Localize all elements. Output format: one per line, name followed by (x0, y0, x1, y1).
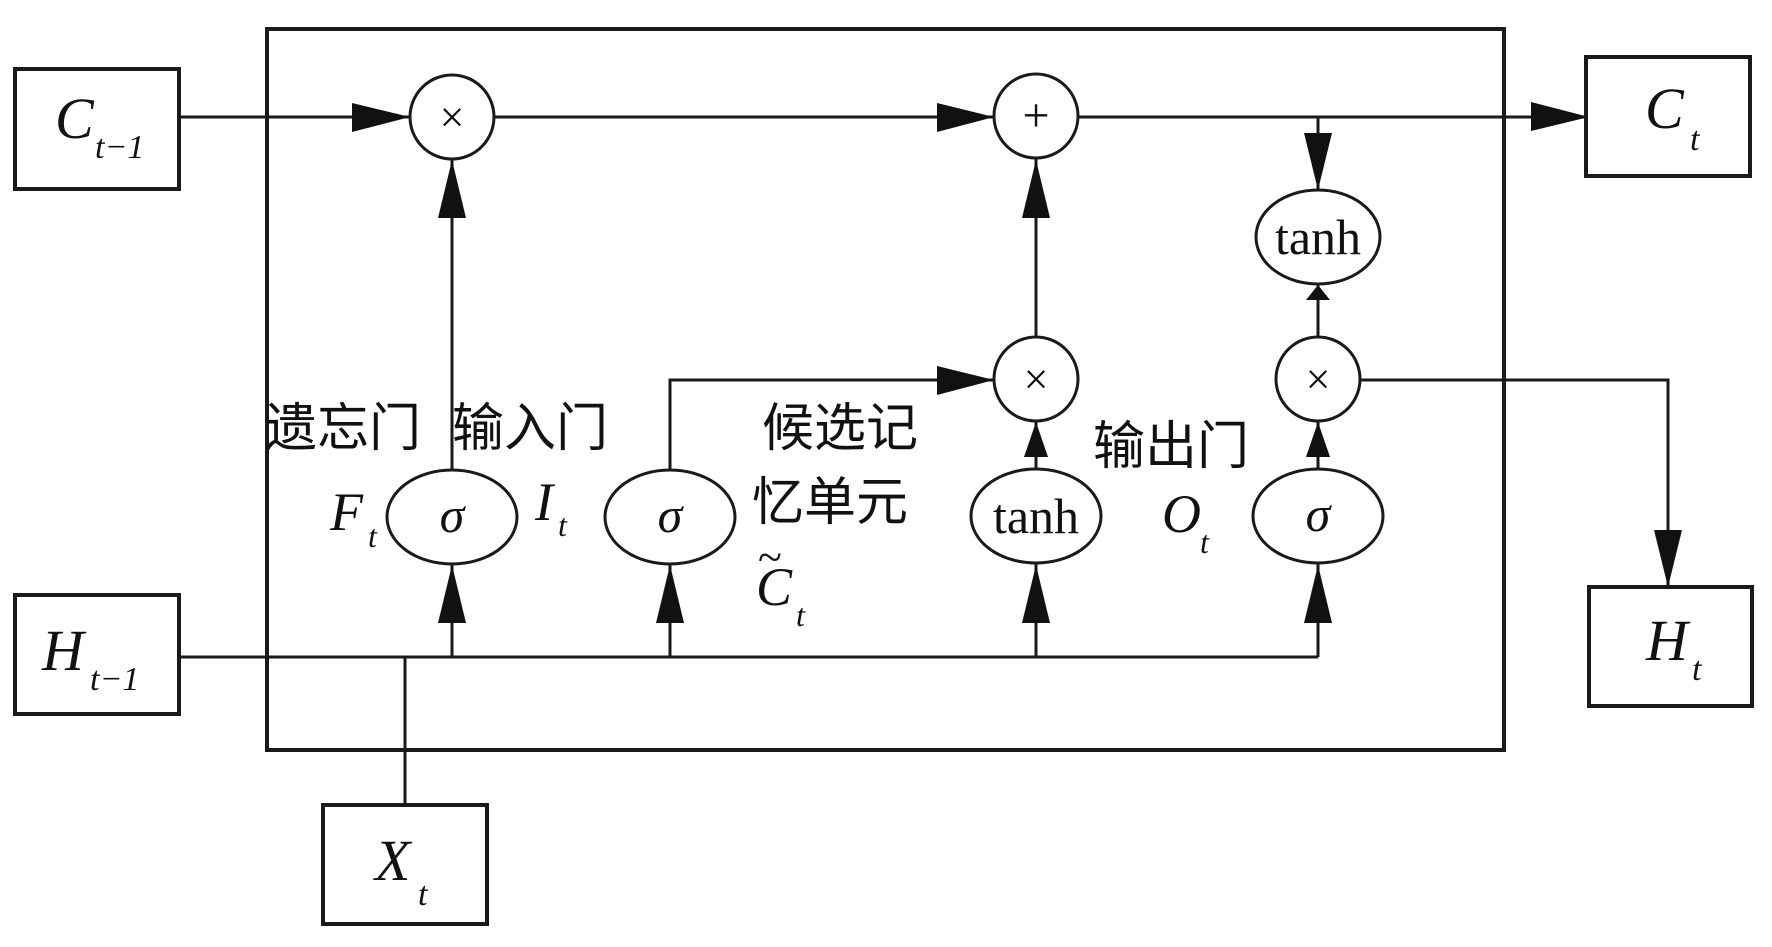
input-sigma-node: σ (603, 468, 737, 566)
arrow-up-icon (1024, 422, 1048, 457)
svg-text:X: X (373, 828, 413, 893)
input-h-prev: H t−1 (13, 593, 181, 716)
svg-text:t: t (558, 507, 568, 543)
cell-add-node: + (992, 72, 1080, 160)
arrow-up-icon (1306, 285, 1330, 300)
svg-text:遗忘门: 遗忘门 (265, 399, 421, 459)
svg-text:t: t (368, 518, 378, 554)
output-multiply-node: × (1274, 335, 1362, 423)
svg-text:忆单元: 忆单元 (752, 473, 908, 533)
arrow-up-icon (656, 565, 684, 623)
arrowheads (352, 102, 1682, 623)
forget-multiply-node: × (408, 73, 496, 161)
svg-text:候选记: 候选记 (762, 399, 918, 459)
svg-text:σ: σ (440, 487, 467, 543)
candidate-tanh-node: tanh (969, 467, 1103, 565)
svg-text:σ: σ (1306, 486, 1333, 542)
arrow-down-icon (1304, 133, 1332, 190)
arrow-up-icon (1022, 160, 1050, 218)
output-gate-label: 输出门 O t (1093, 417, 1249, 560)
svg-text:t: t (796, 597, 806, 633)
svg-text:×: × (440, 93, 465, 142)
arrow-right-icon (352, 103, 410, 132)
svg-text:tanh: tanh (1275, 209, 1361, 265)
svg-text:C: C (1645, 76, 1685, 141)
svg-text:σ: σ (658, 487, 685, 543)
output-sigma-node: σ (1251, 467, 1385, 565)
arrow-right-icon (937, 103, 994, 132)
arrow-right-icon (937, 366, 994, 395)
svg-text:H: H (41, 618, 87, 683)
svg-text:tanh: tanh (993, 488, 1079, 544)
input-multiply-node: × (992, 335, 1080, 423)
arrow-right-icon (1531, 102, 1589, 131)
svg-text:×: × (1024, 355, 1049, 404)
svg-text:F: F (329, 482, 364, 542)
svg-text:t: t (1200, 524, 1210, 560)
svg-text:I: I (534, 472, 556, 532)
input-x: X t (321, 803, 489, 926)
svg-text:t: t (418, 876, 429, 913)
arrow-up-icon (438, 565, 466, 623)
arrow-up-icon (438, 160, 466, 218)
input-c-prev: C t−1 (13, 67, 181, 191)
output-h: H t (1587, 585, 1754, 708)
svg-text:t−1: t−1 (90, 661, 139, 698)
svg-text:t−1: t−1 (95, 129, 144, 166)
svg-text:×: × (1306, 355, 1331, 404)
arrow-up-icon (1022, 565, 1050, 623)
svg-text:C: C (55, 86, 95, 151)
forget-gate-label: 遗忘门 F t (265, 399, 421, 554)
svg-text:输出门: 输出门 (1093, 417, 1249, 477)
svg-text:t: t (1690, 121, 1701, 158)
svg-text:~: ~ (758, 533, 782, 582)
svg-text:O: O (1162, 484, 1201, 544)
input-gate-label: 输入门 I t (452, 399, 608, 543)
arrow-down-icon (1654, 530, 1682, 587)
forget-sigma-node: σ (385, 468, 519, 566)
svg-text:t: t (1692, 651, 1703, 688)
output-c: C t (1584, 55, 1752, 178)
svg-text:+: + (1022, 89, 1049, 142)
svg-text:C: C (756, 557, 793, 617)
arrow-up-icon (1304, 565, 1332, 623)
candidate-cell-label: 候选记 忆单元 ~ C t (752, 399, 918, 633)
output-tanh-node: tanh (1254, 188, 1382, 286)
svg-text:H: H (1645, 608, 1691, 673)
svg-text:输入门: 输入门 (452, 399, 608, 459)
arrow-up-icon (1306, 422, 1330, 457)
